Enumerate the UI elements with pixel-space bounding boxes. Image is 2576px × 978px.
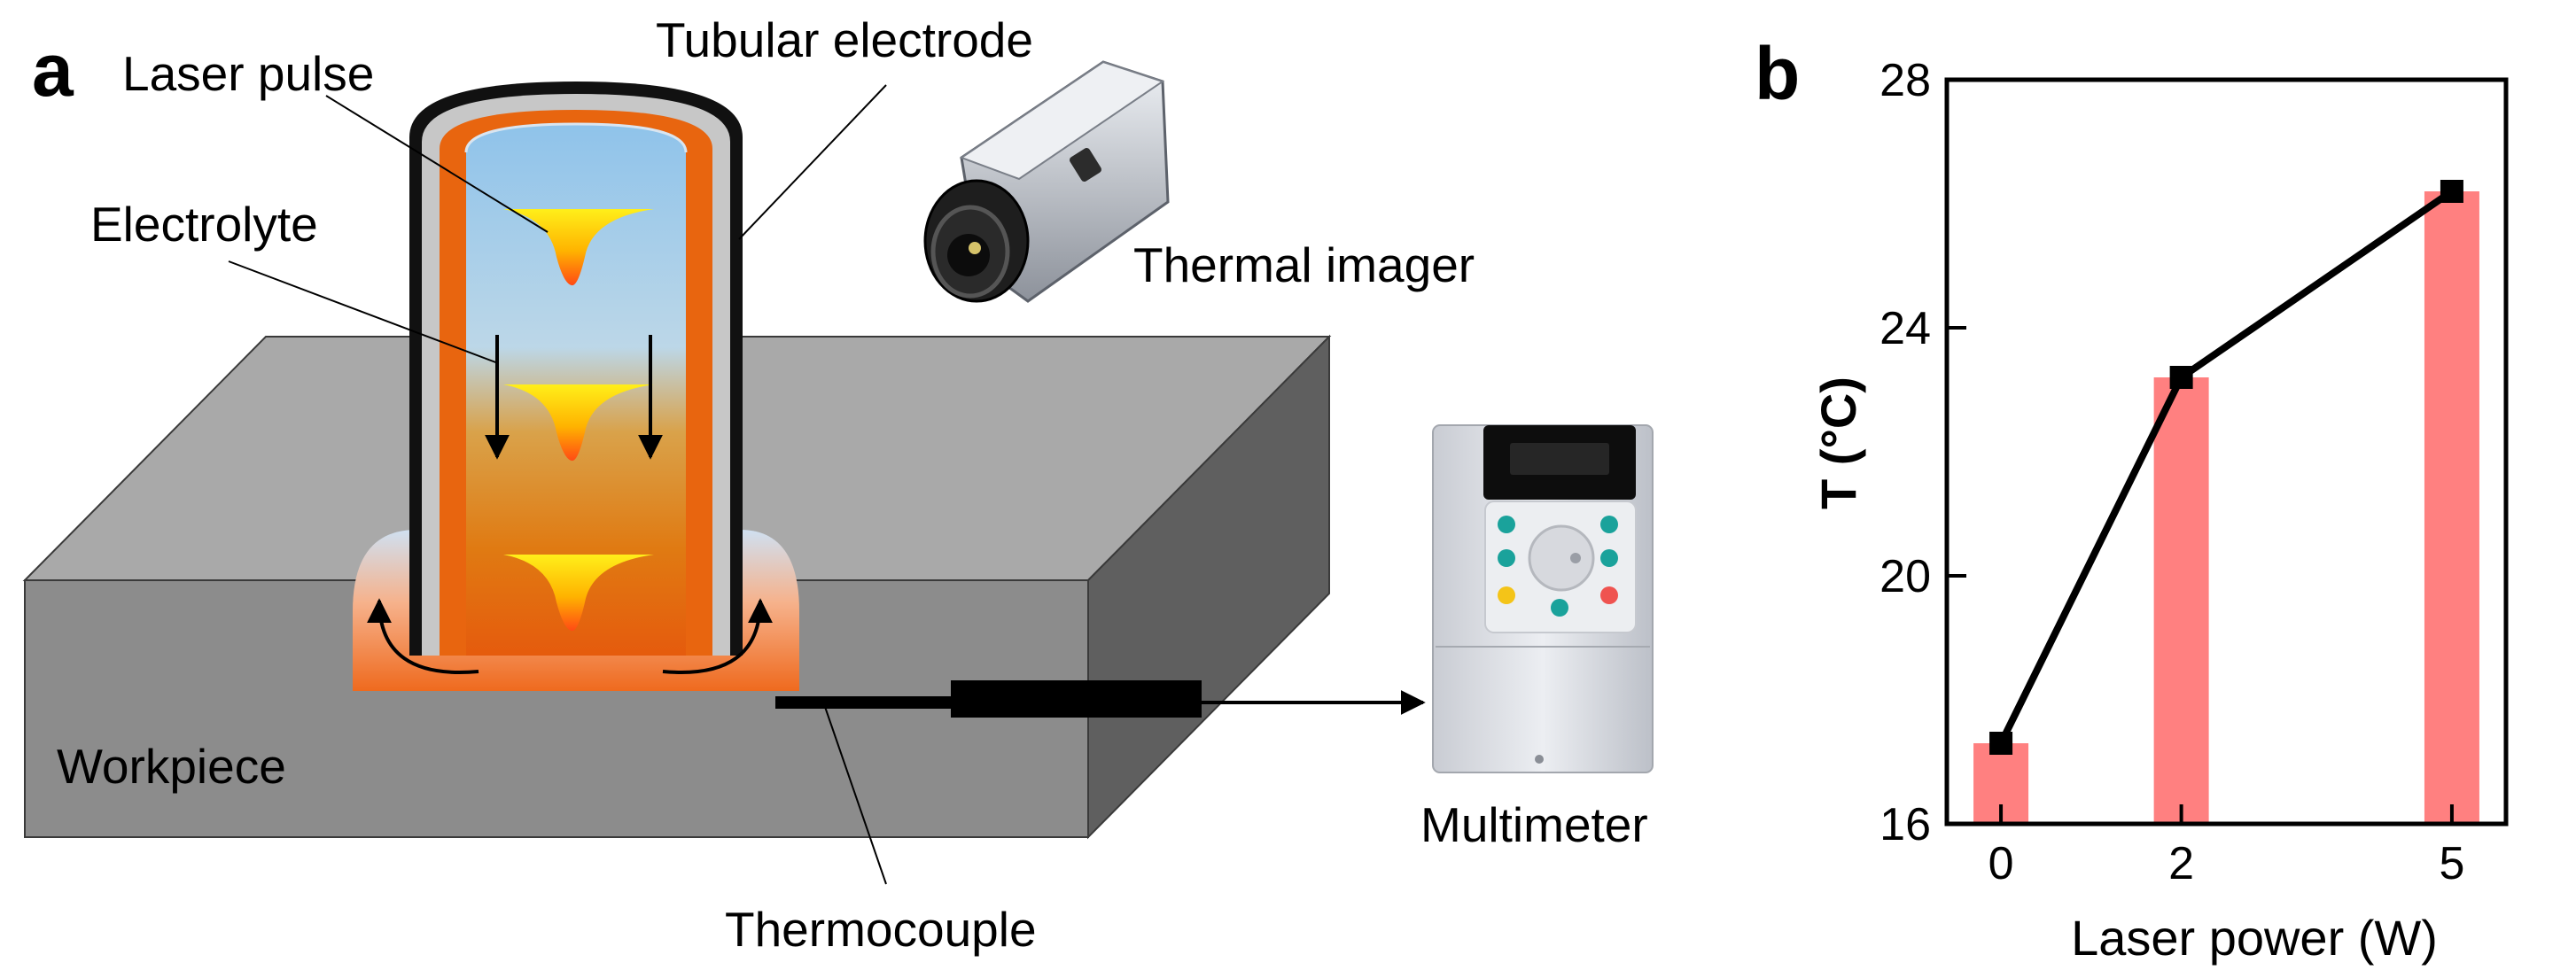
thermocouple-probe bbox=[775, 680, 1426, 718]
laser-pulses bbox=[503, 209, 654, 632]
thermal-imager-camera bbox=[923, 60, 1170, 303]
laser-pulse-2 bbox=[503, 384, 654, 462]
tubular-electrode bbox=[409, 82, 743, 656]
label-workpiece: Workpiece bbox=[57, 739, 286, 794]
panel-a-letter: a bbox=[32, 28, 74, 112]
marker-1 bbox=[2169, 366, 2193, 389]
multimeter-button-red bbox=[1600, 586, 1618, 604]
leader-laser-pulse bbox=[325, 95, 549, 233]
bar-1 bbox=[2153, 377, 2209, 824]
panel-b: b 16 20 24 28 bbox=[1755, 32, 2509, 966]
panel-a: a bbox=[22, 12, 1654, 957]
bar-2 bbox=[2424, 191, 2479, 824]
x-tick-labels: 0 2 5 bbox=[1988, 838, 2465, 889]
camera-connector bbox=[1070, 148, 1101, 182]
panel-b-letter: b bbox=[1755, 32, 1800, 115]
y-axis-label: T (°C) bbox=[1810, 376, 1866, 509]
label-tubular-electrode: Tubular electrode bbox=[656, 12, 1033, 67]
laser-pulse-1 bbox=[503, 209, 654, 286]
chart-markers bbox=[1989, 180, 2463, 755]
electrode-inner-rim bbox=[464, 122, 688, 153]
label-thermal-imager: Thermal imager bbox=[1133, 237, 1475, 292]
label-electrolyte: Electrolyte bbox=[90, 197, 318, 252]
multimeter-button-teal-1 bbox=[1498, 516, 1515, 533]
multimeter-button-teal-2 bbox=[1498, 549, 1515, 567]
multimeter-button-teal-5 bbox=[1551, 599, 1568, 617]
x-tick-label-5: 5 bbox=[2439, 838, 2464, 889]
label-multimeter: Multimeter bbox=[1420, 797, 1648, 852]
leader-thermocouple bbox=[823, 703, 887, 885]
multimeter-dial-center bbox=[1570, 553, 1581, 563]
multimeter-device bbox=[1432, 424, 1654, 773]
series-line bbox=[1997, 188, 2455, 745]
y-axis-ticks bbox=[1947, 78, 1966, 826]
x-axis-label: Laser power (W) bbox=[2071, 910, 2438, 966]
multimeter-button-teal-4 bbox=[1600, 549, 1618, 567]
y-tick-label-20: 20 bbox=[1879, 551, 1931, 602]
thermocouple-wire bbox=[775, 696, 953, 709]
camera-top-face bbox=[959, 60, 1165, 181]
y-tick-label-24: 24 bbox=[1879, 303, 1931, 354]
leader-tubular-electrode bbox=[738, 84, 887, 240]
electrolyte-flow-arrows bbox=[367, 335, 773, 674]
multimeter-display bbox=[1510, 443, 1609, 475]
flow-arrow-out-left bbox=[367, 598, 479, 674]
label-thermocouple: Thermocouple bbox=[725, 902, 1037, 957]
x-axis-ticks bbox=[1999, 804, 2454, 824]
y-tick-label-16: 16 bbox=[1879, 799, 1931, 850]
x-tick-label-2: 2 bbox=[2168, 838, 2194, 889]
marker-2 bbox=[2440, 180, 2463, 203]
marker-0 bbox=[1989, 732, 2013, 755]
multimeter-button-teal-3 bbox=[1600, 516, 1618, 533]
plot-frame bbox=[1944, 77, 2509, 827]
laser-pulse-3 bbox=[503, 555, 654, 632]
leader-lines bbox=[228, 84, 887, 885]
camera-lens-glass bbox=[947, 234, 990, 276]
multimeter-screw bbox=[1535, 755, 1544, 764]
y-tick-label-28: 28 bbox=[1879, 55, 1931, 106]
x-tick-label-0: 0 bbox=[1988, 838, 2014, 889]
flow-arrow-out-right bbox=[662, 598, 773, 674]
leader-electrolyte bbox=[228, 260, 499, 364]
multimeter-dial bbox=[1528, 524, 1595, 592]
camera-lens-glint bbox=[969, 242, 981, 254]
chart-bars bbox=[1973, 191, 2479, 824]
label-laser-pulse: Laser pulse bbox=[122, 46, 374, 101]
multimeter-button-yellow bbox=[1498, 586, 1515, 604]
y-tick-labels: 16 20 24 28 bbox=[1879, 55, 1931, 850]
thermocouple-body bbox=[951, 680, 1202, 718]
